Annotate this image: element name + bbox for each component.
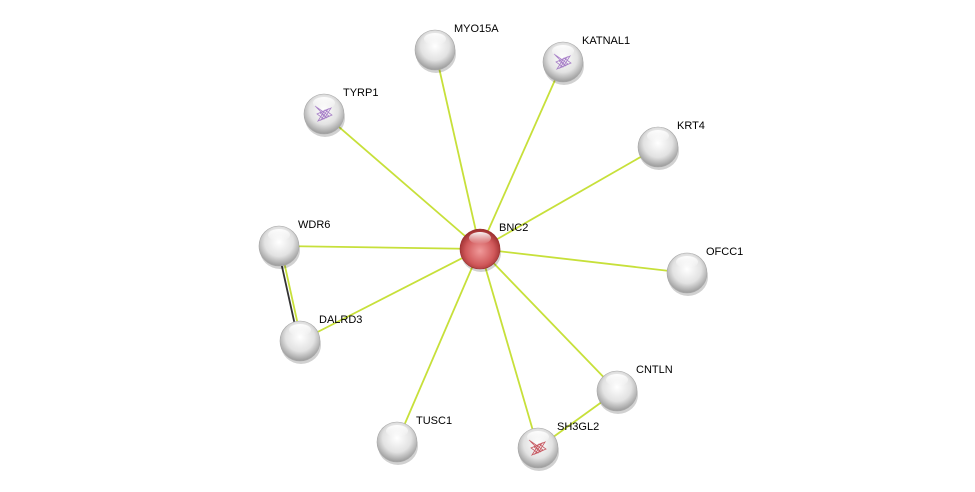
edge-bnc2-myo15a-textmining[interactable] xyxy=(434,49,481,250)
node-tyrp1[interactable]: TYRP1 xyxy=(303,87,378,137)
node-label: CNTLN xyxy=(636,364,673,376)
protein-structure-icon xyxy=(528,439,547,456)
node-myo15a[interactable]: MYO15A xyxy=(414,23,499,73)
node-highlight xyxy=(527,431,549,443)
node-highlight xyxy=(313,97,335,109)
node-katnal1[interactable]: KATNAL1 xyxy=(542,35,630,85)
node-label: KATNAL1 xyxy=(582,35,630,47)
node-highlight xyxy=(647,130,669,142)
node-highlight xyxy=(289,324,311,336)
node-sh3gl2[interactable]: SH3GL2 xyxy=(517,421,599,471)
node-label: BNC2 xyxy=(499,222,528,234)
node-label: SH3GL2 xyxy=(557,421,599,433)
node-label: DALRD3 xyxy=(319,314,362,326)
node-highlight xyxy=(268,229,290,241)
node-dalrd3[interactable]: DALRD3 xyxy=(279,314,362,364)
node-label: MYO15A xyxy=(454,23,499,35)
node-highlight xyxy=(676,256,698,268)
edge-bnc2-cntln-textmining[interactable] xyxy=(479,248,618,392)
edge-bnc2-ofcc1-textmining[interactable] xyxy=(479,248,688,274)
edge-bnc2-sh3gl2-textmining[interactable] xyxy=(479,248,539,449)
edge-bnc2-dalrd3-textmining[interactable] xyxy=(299,248,481,342)
node-label: WDR6 xyxy=(298,219,330,231)
node-label: OFCC1 xyxy=(706,246,743,258)
node-tusc1[interactable]: TUSC1 xyxy=(376,415,452,465)
edge-bnc2-katnal1-textmining[interactable] xyxy=(479,61,564,250)
node-label: TUSC1 xyxy=(416,415,452,427)
nodes-layer: BNC2 MYO15A KATNAL1TYRP1KRT4WDR6OFCC1DALRD… xyxy=(258,23,743,471)
edge-bnc2-krt4-textmining[interactable] xyxy=(479,146,659,250)
edge-bnc2-tusc1-textmining[interactable] xyxy=(396,248,481,443)
edge-bnc2-wdr6-textmining[interactable] xyxy=(278,245,481,250)
node-highlight xyxy=(552,45,574,57)
node-krt4[interactable]: KRT4 xyxy=(637,120,705,170)
node-highlight xyxy=(424,33,446,45)
node-cntln[interactable]: CNTLN xyxy=(596,364,673,414)
node-ofcc1[interactable]: OFCC1 xyxy=(666,246,743,296)
node-bnc2[interactable]: BNC2 xyxy=(459,222,528,272)
node-wdr6[interactable]: WDR6 xyxy=(258,219,330,269)
protein-structure-icon xyxy=(553,53,572,70)
node-label: TYRP1 xyxy=(343,87,378,99)
node-label: KRT4 xyxy=(677,120,705,132)
edge-bnc2-tyrp1-textmining[interactable] xyxy=(323,113,481,250)
node-highlight xyxy=(386,425,408,437)
node-highlight xyxy=(469,232,491,244)
protein-structure-icon xyxy=(314,105,333,122)
node-highlight xyxy=(606,374,628,386)
